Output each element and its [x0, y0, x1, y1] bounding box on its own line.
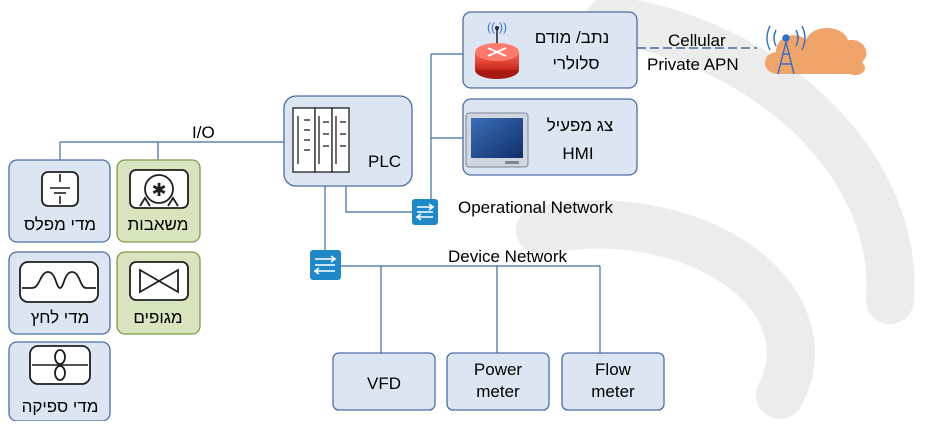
flow-meter-label-line1: Flow	[595, 360, 632, 379]
modem-label-line2: סלולרי	[552, 54, 599, 73]
pressure-meter-icon	[19, 261, 99, 303]
cellular-modem-node: ((·)) נתב/ מודם סלולרי	[462, 11, 638, 89]
plc-node: PLC	[283, 95, 413, 187]
hmi-node: צג מפעיל HMI	[462, 98, 638, 176]
power-meter-label-line1: Power	[474, 360, 523, 379]
vfd-node: VFD	[332, 352, 436, 411]
io-label: I/O	[192, 123, 215, 142]
connection-lines	[59, 53, 601, 353]
level-meter-node: מדי מפלס	[8, 159, 111, 243]
power-meter-node: Power meter	[446, 352, 550, 411]
device-network-label: Device Network	[448, 247, 568, 266]
svg-text:((·)): ((·))	[487, 20, 507, 34]
level-meter-icon	[41, 171, 79, 207]
vfd-label: VFD	[367, 374, 401, 393]
power-meter-label-line2: meter	[476, 382, 520, 401]
cloud-icon	[764, 28, 867, 76]
hmi-label-line2: HMI	[562, 144, 593, 163]
hmi-label-line1: צג מפעיל	[547, 116, 614, 135]
flow-meter-label-line2: meter	[591, 382, 635, 401]
device-switch-icon	[310, 250, 341, 280]
plc-label: PLC	[368, 152, 401, 171]
flow-meter-he-icon	[29, 345, 91, 385]
flow-meter-he-node: מדי ספיקה	[8, 341, 111, 422]
flow-meter-he-label: מדי ספיקה	[22, 397, 99, 416]
flow-meter-node: Flow meter	[561, 352, 665, 411]
modem-label-line1: נתב/ מודם	[535, 28, 610, 47]
operational-switch-icon	[412, 199, 438, 225]
pumps-label: משאבות	[128, 215, 189, 234]
operational-network-label: Operational Network	[458, 198, 613, 217]
pumps-node: ✱ משאבות	[116, 159, 201, 243]
pressure-meter-label: מדי לחץ	[31, 308, 90, 327]
plc-rack-icon	[292, 107, 350, 173]
valve-icon	[129, 261, 189, 301]
private-apn-label: Private APN	[647, 55, 739, 74]
router-icon: ((·))	[475, 20, 519, 79]
valves-label: מגופים	[133, 308, 182, 327]
background-watermark	[516, 0, 915, 419]
monitor-icon	[465, 112, 529, 168]
cellular-label: Cellular	[668, 31, 726, 50]
svg-text:✱: ✱	[151, 180, 166, 200]
pressure-meter-node: מדי לחץ	[8, 251, 111, 335]
cell-tower-icon	[766, 25, 806, 75]
pump-icon: ✱	[129, 169, 189, 209]
level-meter-label: מדי מפלס	[24, 215, 96, 234]
valves-node: מגופים	[116, 251, 201, 335]
